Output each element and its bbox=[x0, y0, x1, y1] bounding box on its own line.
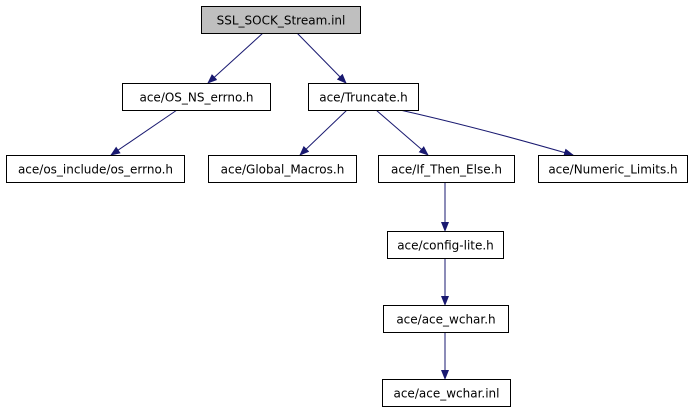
edge-os_ns_errno-to-os_errno bbox=[110, 109, 178, 156]
node-box[interactable] bbox=[208, 155, 357, 183]
node-os_ns_errno[interactable]: ace/OS_NS_errno.h bbox=[122, 83, 271, 111]
nodes-layer: SSL_SOCK_Stream.inl ace/OS_NS_errno.h ace/… bbox=[6, 6, 688, 407]
edge-truncate-to-global_macros bbox=[299, 109, 348, 156]
node-global_macros[interactable]: ace/Global_Macros.h bbox=[208, 155, 357, 183]
node-truncate[interactable]: ace/Truncate.h bbox=[308, 83, 419, 111]
node-box[interactable] bbox=[6, 155, 185, 183]
node-box[interactable] bbox=[382, 379, 511, 407]
node-ace_wchar_h[interactable]: ace/ace_wchar.h bbox=[383, 305, 509, 333]
edge-truncate-to-if_then_else bbox=[375, 109, 429, 156]
node-label: ace/ace_wchar.h bbox=[396, 313, 495, 327]
node-config_lite[interactable]: ace/config-lite.h bbox=[387, 231, 504, 259]
node-label: ace/Truncate.h bbox=[319, 91, 408, 105]
edges-layer bbox=[110, 32, 574, 380]
node-if_then_else[interactable]: ace/If_Then_Else.h bbox=[378, 155, 515, 183]
node-label: ace/os_include/os_errno.h bbox=[18, 163, 173, 177]
node-label: ace/config-lite.h bbox=[397, 239, 494, 253]
node-box[interactable] bbox=[378, 155, 515, 183]
node-numeric_limits[interactable]: ace/Numeric_Limits.h bbox=[538, 155, 688, 183]
node-ace_wchar_inl[interactable]: ace/ace_wchar.inl bbox=[382, 379, 511, 407]
node-label: ace/ace_wchar.inl bbox=[393, 387, 499, 401]
node-ssl_sock_stream[interactable]: SSL_SOCK_Stream.inl bbox=[201, 6, 361, 34]
node-label: ace/If_Then_Else.h bbox=[391, 163, 502, 177]
node-box[interactable] bbox=[538, 155, 688, 183]
node-box[interactable] bbox=[383, 305, 509, 333]
node-label: SSL_SOCK_Stream.inl bbox=[217, 14, 346, 28]
node-box[interactable] bbox=[201, 6, 361, 34]
node-label: ace/Global_Macros.h bbox=[221, 163, 345, 177]
node-label: ace/Numeric_Limits.h bbox=[548, 163, 677, 177]
edge-ssl_sock_stream-to-truncate bbox=[296, 32, 347, 84]
node-box[interactable] bbox=[387, 231, 504, 259]
node-box[interactable] bbox=[122, 83, 271, 111]
edge-ssl_sock_stream-to-os_ns_errno bbox=[207, 32, 264, 84]
node-box[interactable] bbox=[308, 83, 419, 111]
node-os_errno[interactable]: ace/os_include/os_errno.h bbox=[6, 155, 185, 183]
node-label: ace/OS_NS_errno.h bbox=[139, 91, 253, 105]
edge-truncate-to-numeric_limits bbox=[399, 109, 574, 157]
